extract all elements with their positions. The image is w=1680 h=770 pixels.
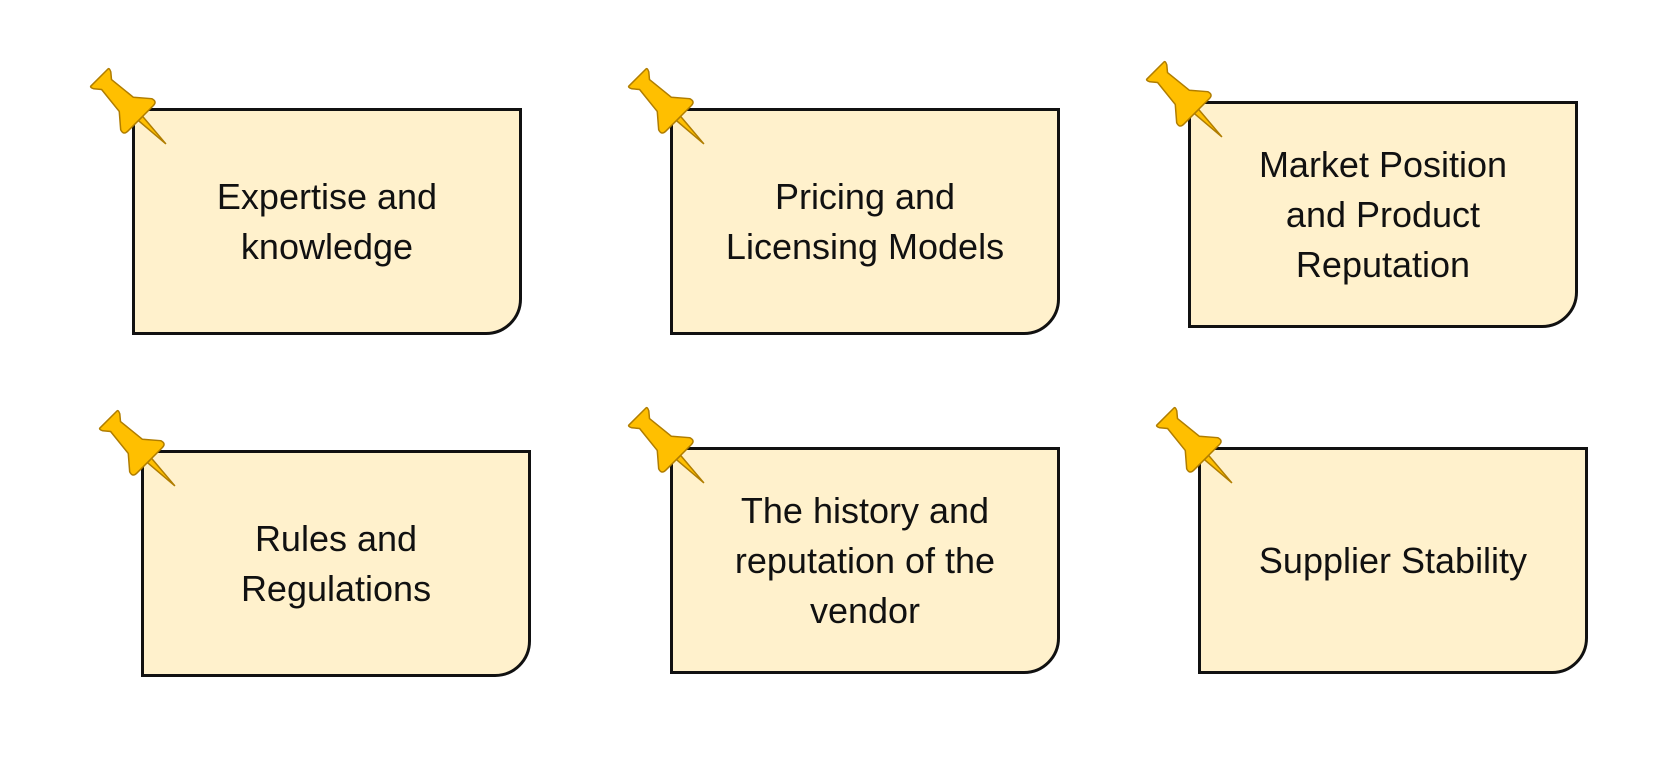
card-label: Supplier Stability: [1258, 539, 1528, 581]
sticky-note-card: Pricing and Licensing Models: [670, 108, 1060, 335]
card-label: Expertise and knowledge: [216, 175, 438, 267]
pushpin-icon: [627, 406, 705, 484]
sticky-note-card: Expertise and knowledge: [132, 108, 522, 335]
pushpin-needle: [146, 457, 176, 487]
pushpin-head: [627, 67, 694, 134]
sticky-note-card: Rules and Regulations: [141, 450, 531, 677]
pushpin-icon: [89, 67, 167, 145]
pushpin-icon: [627, 67, 705, 145]
card-label: Rules and Regulations: [240, 517, 432, 609]
pushpin-icon: [1155, 406, 1233, 484]
sticky-note-card: Supplier Stability: [1198, 447, 1588, 674]
pushpin-head: [1155, 406, 1222, 473]
pushpin-needle: [1203, 454, 1233, 484]
pushpin-needle: [137, 115, 167, 145]
card-label: Pricing and Licensing Models: [725, 175, 1005, 267]
pushpin-needle: [675, 115, 705, 145]
pushpin-needle: [1193, 108, 1223, 138]
pushpin-head: [627, 406, 694, 473]
card-label: Market Position and Product Reputation: [1258, 143, 1508, 285]
pushpin-head: [89, 67, 156, 134]
sticky-note-card: The history and reputation of the vendor: [670, 447, 1060, 674]
pushpin-icon: [98, 409, 176, 487]
pushpin-head: [1145, 60, 1212, 127]
sticky-note-card: Market Position and Product Reputation: [1188, 101, 1578, 328]
pushpin-icon: [1145, 60, 1223, 138]
card-label: The history and reputation of the vendor: [734, 489, 996, 631]
pushpin-needle: [675, 454, 705, 484]
pushpin-head: [98, 409, 165, 476]
